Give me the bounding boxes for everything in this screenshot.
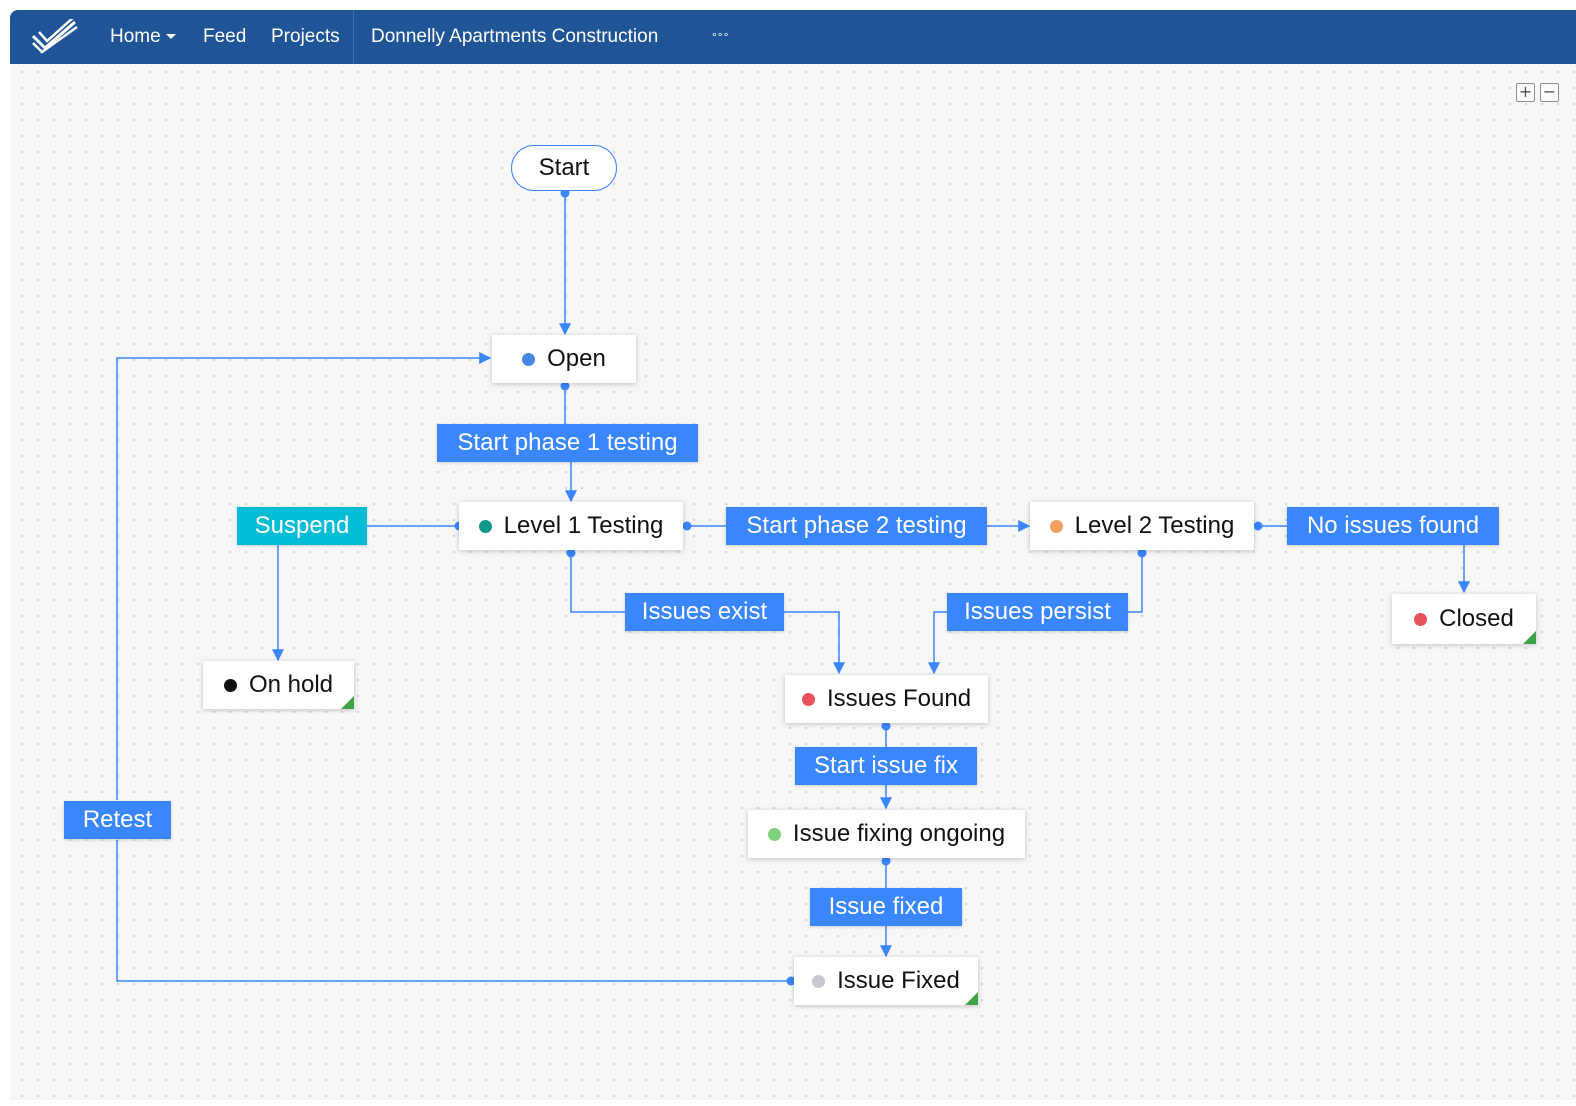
nav-home[interactable]: Home — [110, 10, 176, 64]
transition-issue-fixed[interactable]: Issue fixed — [810, 888, 962, 926]
start-node[interactable]: Start — [511, 145, 617, 191]
state-label: Issues Found — [826, 685, 972, 712]
zoom-in-button[interactable]: + — [1516, 83, 1535, 102]
state-on-hold[interactable]: On hold — [203, 661, 354, 709]
more-options-icon[interactable]: °°° — [712, 30, 730, 44]
state-closed[interactable]: Closed — [1392, 594, 1536, 644]
status-dot — [223, 678, 237, 692]
nav-project-title[interactable]: Donnelly Apartments Construction — [371, 26, 659, 47]
transition-issues-persist[interactable]: Issues persist — [947, 593, 1128, 631]
final-state-marker — [341, 696, 354, 709]
edge-level2-issuespersist — [1128, 551, 1143, 613]
state-level-2-testing[interactable]: Level 2 Testing — [1030, 502, 1254, 550]
final-state-marker — [965, 992, 978, 1005]
state-label: Open — [547, 345, 606, 372]
status-dot — [812, 974, 826, 988]
final-state-marker — [1523, 631, 1536, 644]
state-label: Closed — [1439, 605, 1514, 632]
double-check-icon[interactable] — [30, 19, 82, 55]
transition-start-phase-2-testing[interactable]: Start phase 2 testing — [726, 507, 987, 545]
nav-divider — [353, 10, 354, 64]
status-dot — [1414, 612, 1428, 626]
app-window: Home Feed Projects Donnelly Apartments C… — [10, 10, 1576, 1100]
state-label: Level 1 Testing — [503, 512, 664, 539]
nav-home-label: Home — [110, 26, 161, 47]
status-dot — [767, 827, 781, 841]
state-label: Issue Fixed — [837, 967, 960, 994]
status-dot — [522, 352, 536, 366]
edge-fixed-retest — [116, 840, 793, 982]
state-open[interactable]: Open — [492, 335, 636, 383]
nav-feed[interactable]: Feed — [203, 26, 247, 47]
state-label: On hold — [248, 671, 334, 698]
transition-start-issue-fix[interactable]: Start issue fix — [795, 747, 977, 785]
status-dot — [478, 519, 492, 533]
transition-start-phase-1-testing[interactable]: Start phase 1 testing — [437, 424, 698, 462]
state-issue-fixing-ongoing[interactable]: Issue fixing ongoing — [748, 810, 1025, 858]
state-level-1-testing[interactable]: Level 1 Testing — [459, 502, 683, 550]
transition-no-issues-found[interactable]: No issues found — [1287, 507, 1499, 545]
state-label: Issue fixing ongoing — [792, 820, 1006, 847]
top-navigation-bar: Home Feed Projects Donnelly Apartments C… — [10, 10, 1576, 64]
caret-down-icon — [165, 34, 176, 40]
transition-retest[interactable]: Retest — [64, 801, 171, 839]
zoom-out-button[interactable]: − — [1540, 83, 1559, 102]
edge-issuesexist-found — [784, 611, 845, 675]
state-issues-found[interactable]: Issues Found — [785, 675, 988, 723]
edge-level1-issuesexist — [570, 551, 625, 613]
workflow-connectors — [116, 188, 1470, 986]
transition-issues-exist[interactable]: Issues exist — [625, 593, 784, 631]
state-label: Level 2 Testing — [1074, 512, 1235, 539]
status-dot — [1049, 519, 1063, 533]
nav-projects[interactable]: Projects — [271, 26, 340, 47]
transition-suspend[interactable]: Suspend — [237, 507, 367, 545]
edge-issuespersist-found — [928, 611, 947, 675]
edge-retest-open — [116, 352, 492, 800]
status-dot — [801, 692, 815, 706]
state-issue-fixed[interactable]: Issue Fixed — [794, 957, 978, 1005]
